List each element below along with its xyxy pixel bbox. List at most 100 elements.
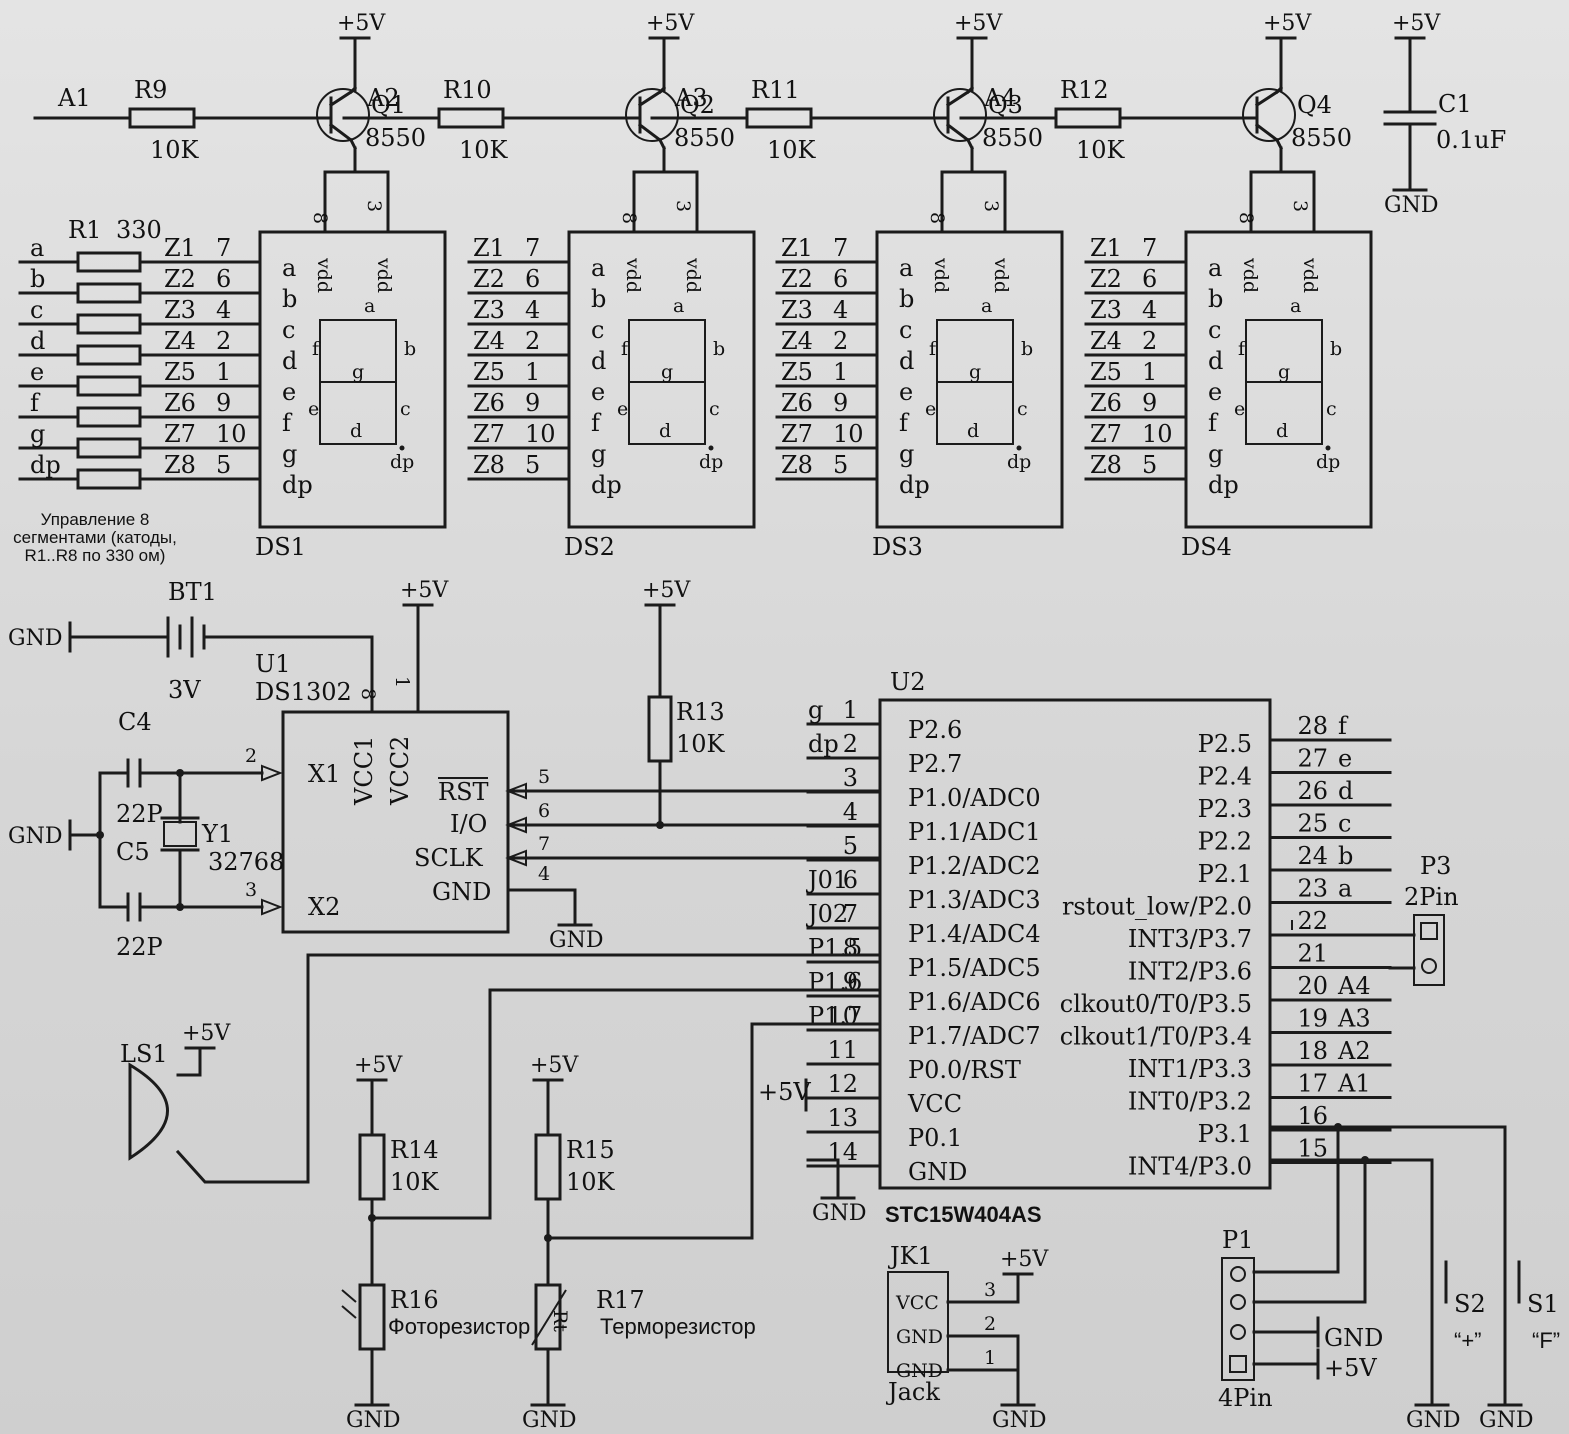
- u2-gnd-label: GND: [812, 1201, 866, 1226]
- resistor-ref: R12: [1060, 76, 1109, 104]
- display-pin-e: e: [899, 378, 913, 406]
- u2-ref: U2: [890, 668, 926, 696]
- display-pin-g: g: [282, 440, 297, 468]
- segment-label-e: e: [1234, 398, 1245, 420]
- p1-pin-square: [1229, 1355, 1247, 1373]
- pin-number-3: 3: [672, 200, 694, 212]
- pin-number-8: 8: [618, 212, 640, 224]
- u1-pin-4: 4: [538, 863, 550, 885]
- segment-annotation-line: R1..R8 по 330 ом): [25, 546, 166, 565]
- pin-number-8: 8: [926, 212, 948, 224]
- osc-gnd-label: GND: [8, 824, 62, 849]
- r13-ref: R13: [676, 698, 725, 726]
- s2-label: “+”: [1454, 1328, 1482, 1353]
- z-net-label: Z7: [1090, 420, 1122, 448]
- base-resistor-R9: [128, 107, 196, 129]
- segment-label-e: e: [925, 398, 936, 420]
- u1-pin-number: 7: [538, 833, 550, 855]
- r14-value: 10K: [390, 1168, 440, 1196]
- z-pin-number: 6: [833, 265, 848, 293]
- emitter-leg: [945, 89, 971, 108]
- emitter-wire: [1274, 85, 1284, 95]
- z-net-label: Z7: [164, 420, 196, 448]
- segment-resistor: [76, 406, 142, 428]
- display-pin-b: b: [899, 285, 914, 313]
- u2-pin-name: clkout0/T0/P3.5: [1060, 990, 1252, 1018]
- u2-pin-number: 14: [827, 1138, 858, 1166]
- z-pin-number: 7: [833, 234, 848, 262]
- display-pin-c: c: [1208, 316, 1221, 344]
- u2-right-net: e: [1338, 745, 1352, 773]
- segment-label-dp: dp: [390, 451, 414, 473]
- u2-pin-name: P1.2/ADC2: [908, 852, 1041, 880]
- u1-pin-8: 8: [357, 688, 379, 700]
- transistor-ref: Q2: [680, 91, 715, 119]
- u2-pin-number: 5: [843, 832, 858, 860]
- z-pin-number: 2: [216, 327, 231, 355]
- z-pin-number: 4: [216, 296, 231, 324]
- u2-pin-number: 20: [1297, 972, 1328, 1000]
- u2-pin-number: 2: [843, 730, 858, 758]
- vdd-label: vdd: [930, 257, 952, 293]
- p1-pin: [1230, 1266, 1246, 1282]
- u2-pin-name: P2.4: [1198, 763, 1252, 791]
- z-net-label: Z7: [781, 420, 813, 448]
- c5-ref: C5: [116, 838, 150, 866]
- osc-junction: [96, 831, 104, 839]
- display-pin-f: f: [282, 409, 293, 437]
- segment-label-d: d: [659, 420, 671, 442]
- u1-vcc-label: +5V: [400, 578, 449, 603]
- u2-pin-name: P2.3: [1198, 795, 1252, 823]
- transistor-type: 8550: [1291, 124, 1352, 152]
- c4-left: [98, 771, 130, 837]
- u2-pin-name: P1.0/ADC0: [908, 784, 1041, 812]
- p30-wire: [1268, 1158, 1434, 1262]
- u2-pin-number: 26: [1297, 777, 1328, 805]
- u2-pin-name: VCC: [907, 1090, 962, 1118]
- p31-wire: [1268, 1125, 1507, 1262]
- c1-ref: C1: [1438, 90, 1472, 118]
- collector-to-pin3: [662, 170, 699, 234]
- speaker-LS1: LS1+5V+5VR1410KGNDR16Фоторезистор+5VR151…: [120, 953, 882, 1433]
- u2-right-net: A4: [1337, 972, 1371, 1000]
- collector-to-pin8: [323, 146, 357, 234]
- segment-label-e: e: [617, 398, 628, 420]
- crystal-Y1: [163, 821, 197, 847]
- p1-vcc-label: +5V: [1324, 1354, 1377, 1382]
- display-ref: DS3: [872, 533, 923, 561]
- emitter-wire: [657, 85, 667, 95]
- u2-left-net: g: [808, 696, 823, 724]
- segment-net-label: a: [30, 234, 44, 262]
- u2-pin-name: clkout1/T0/P3.4: [1060, 1023, 1252, 1051]
- c4-value: 22P: [116, 800, 163, 828]
- segment-lower: [319, 381, 397, 445]
- anode-net-label: A2: [366, 84, 400, 112]
- u1-vcc1-label: VCC1: [350, 736, 378, 806]
- collector-leg: [637, 122, 663, 143]
- segment-label-b: b: [1021, 338, 1033, 360]
- jk1-pin-number: 1: [984, 1347, 996, 1369]
- z-pin-number: 9: [525, 389, 540, 417]
- segment-net-label: e: [30, 358, 44, 386]
- display-pin-b: b: [1208, 285, 1223, 313]
- u2-right-net: c: [1338, 810, 1351, 838]
- u2-right-net: b: [1338, 842, 1353, 870]
- display-pin-d: d: [591, 347, 606, 375]
- s1-label: “F”: [1532, 1328, 1560, 1353]
- p3-ref: P3: [1420, 852, 1451, 880]
- u2-pin-number: 19: [1297, 1005, 1328, 1033]
- collector-to-pin3: [353, 170, 390, 234]
- display-pin-b: b: [282, 285, 297, 313]
- segment-resistor-ref: R1: [68, 216, 101, 244]
- vcc-symbol-label: +5V: [337, 11, 386, 36]
- segment-label-f: f: [929, 338, 938, 360]
- z-net-label: Z5: [473, 358, 505, 386]
- jk1-ref: JK1: [887, 1242, 933, 1270]
- display-pin-dp: dp: [1208, 471, 1239, 499]
- p1-body: [1221, 1257, 1255, 1381]
- z-net-label: Z6: [1090, 389, 1122, 417]
- u1-vcc2-label: VCC2: [386, 736, 414, 806]
- p3-body: [1413, 914, 1445, 986]
